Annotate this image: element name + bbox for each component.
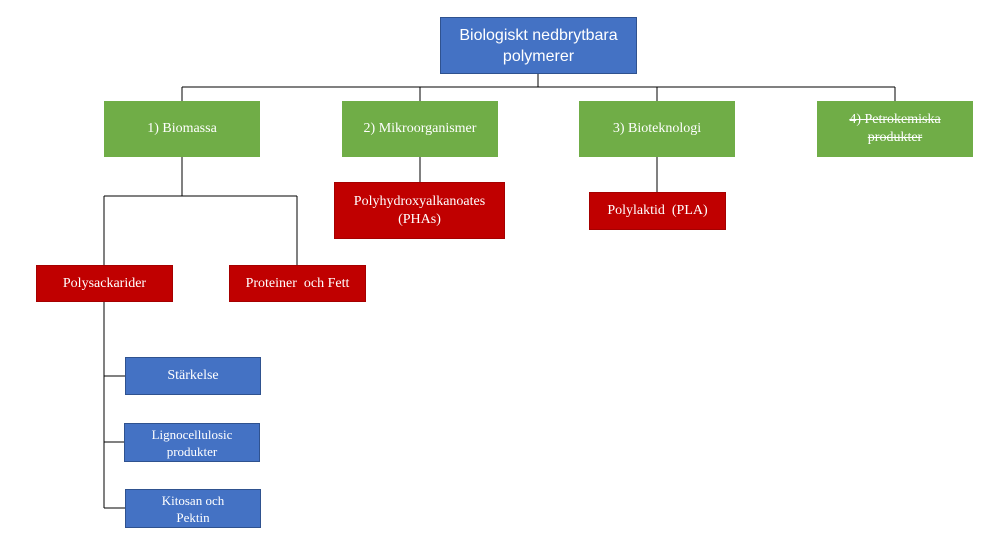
category-petrokemiska: 4) Petrokemiska produkter <box>817 101 973 157</box>
root-node: Biologiskt nedbrytbara polymerer <box>440 17 637 74</box>
leaf-starkelse: Stärkelse <box>125 357 261 395</box>
category-label: 2) Mikroorganismer <box>363 121 477 136</box>
node-label: Proteiner och Fett <box>245 275 350 291</box>
category-label: 1) Biomassa <box>147 121 217 136</box>
category-mikroorganismer: 2) Mikroorganismer <box>342 101 498 157</box>
category-label: 3) Bioteknologi <box>612 121 702 136</box>
category-label-struck: 4) Petrokemiska produkter <box>849 112 941 145</box>
root-node-label: Biologiskt nedbrytbara polymerer <box>459 26 618 65</box>
leaf-label: Lignocellulosic produkter <box>151 426 233 459</box>
leaf-kitosan-och-pektin: Kitosan och Pektin <box>125 489 261 528</box>
product-label: Polylaktid (PLA) <box>607 203 708 218</box>
leaf-label: Stärkelse <box>167 368 219 383</box>
product-pla: Polylaktid (PLA) <box>589 192 726 230</box>
product-pha: Polyhydroxyalkanoates (PHAs) <box>334 182 505 239</box>
leaf-lignocellulosic: Lignocellulosic produkter <box>124 423 260 462</box>
category-bioteknologi: 3) Bioteknologi <box>579 101 735 157</box>
product-label: Polyhydroxyalkanoates (PHAs) <box>353 193 486 227</box>
category-biomassa: 1) Biomassa <box>104 101 260 157</box>
node-label: Polysackarider <box>62 275 147 291</box>
node-polysackarider: Polysackarider <box>36 265 173 302</box>
leaf-label: Kitosan och Pektin <box>161 492 225 525</box>
node-proteiner-och-fett: Proteiner och Fett <box>229 265 366 302</box>
